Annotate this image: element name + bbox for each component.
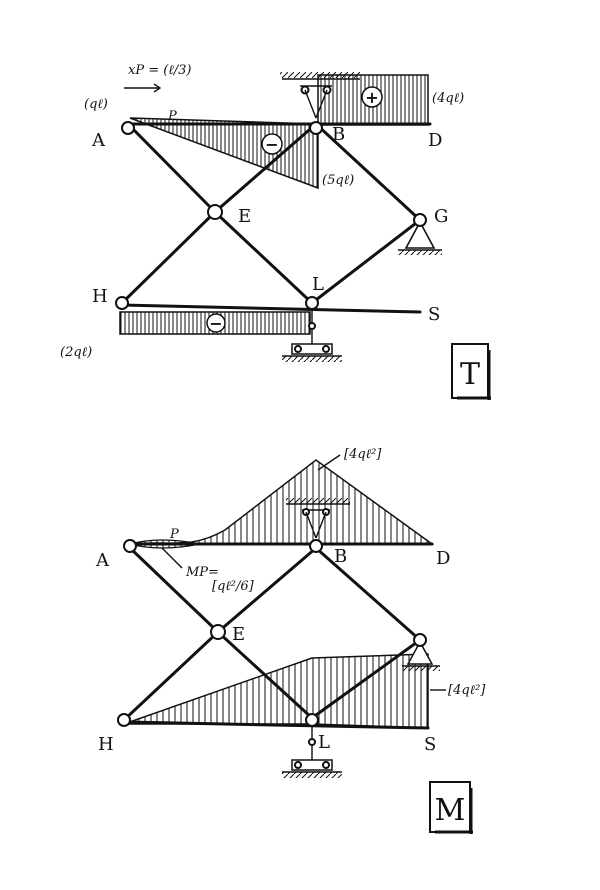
m-top-value: [4qℓ²] bbox=[344, 447, 382, 462]
t-node-a bbox=[121, 121, 135, 135]
t-label-b: B bbox=[332, 124, 345, 145]
m-member-el bbox=[216, 630, 314, 720]
t-node-h bbox=[115, 296, 129, 310]
m-label-p: P bbox=[169, 527, 179, 542]
t-sign-ab-circle bbox=[261, 133, 283, 155]
m-node-b bbox=[309, 539, 323, 553]
t-sign-hl-circle bbox=[206, 313, 226, 333]
m-member-he bbox=[122, 630, 220, 722]
m-support-b-icon bbox=[286, 498, 350, 539]
m-member-ae bbox=[128, 546, 220, 634]
t-box-text: T bbox=[460, 357, 480, 392]
m-label-b: B bbox=[334, 546, 347, 567]
t-member-eb bbox=[213, 122, 318, 214]
t-label-g: G bbox=[434, 206, 448, 227]
m-mp-leader bbox=[161, 547, 183, 569]
t-label-l: L bbox=[312, 274, 324, 295]
m-label-l: L bbox=[318, 732, 330, 753]
t-diagram: − + − A B D E G H L S P xP = (ℓ/3) (qℓ) … bbox=[60, 63, 491, 400]
m-node-a bbox=[123, 539, 137, 553]
m-right-value: [4qℓ²] bbox=[448, 683, 486, 698]
t-val-bd: (4qℓ) bbox=[432, 91, 464, 106]
t-xp-arrowhead bbox=[153, 83, 162, 93]
t-val-b: (5qℓ) bbox=[322, 173, 354, 188]
t-xp-note: xP = (ℓ/3) bbox=[128, 63, 191, 78]
t-val-a: (qℓ) bbox=[84, 97, 108, 112]
t-sign-bd: + bbox=[365, 88, 378, 107]
t-node-g bbox=[413, 213, 427, 227]
m-diagram: A B D E H L S P [4qℓ²] MP= [qℓ²/6] [4qℓ²… bbox=[95, 447, 486, 834]
m-support-l-icon bbox=[282, 724, 342, 778]
m-mp-value: [qℓ²/6] bbox=[212, 579, 255, 594]
t-sign-ab: − bbox=[265, 135, 278, 154]
t-label-e: E bbox=[238, 206, 251, 227]
t-label-d: D bbox=[428, 130, 442, 151]
m-member-eb bbox=[216, 546, 318, 634]
t-member-ae bbox=[126, 122, 217, 214]
t-sign-bd-circle bbox=[361, 86, 383, 108]
t-sign-hl: − bbox=[209, 314, 222, 333]
m-node-g bbox=[413, 633, 427, 647]
t-node-b bbox=[309, 121, 323, 135]
t-support-l-icon bbox=[282, 307, 342, 362]
m-label-e: E bbox=[232, 624, 245, 645]
t-val-h: (2qℓ) bbox=[60, 345, 92, 360]
t-label-h: H bbox=[92, 286, 108, 307]
t-node-l bbox=[305, 296, 319, 310]
t-support-b-icon bbox=[280, 72, 360, 119]
m-member-bg bbox=[314, 546, 422, 642]
t-support-g-icon bbox=[398, 220, 442, 255]
t-node-e bbox=[207, 204, 223, 220]
m-node-h bbox=[117, 713, 131, 727]
t-label-s: S bbox=[428, 304, 440, 325]
t-beam-hs bbox=[120, 303, 422, 314]
m-area-bottom bbox=[123, 653, 429, 729]
t-label-a: A bbox=[91, 130, 106, 151]
m-label-h: H bbox=[98, 734, 114, 755]
t-label-p: P bbox=[167, 109, 177, 124]
m-label-s: S bbox=[424, 734, 436, 755]
m-node-l bbox=[305, 713, 319, 727]
t-member-el bbox=[213, 210, 314, 305]
m-support-g-icon bbox=[402, 640, 440, 671]
t-member-lg bbox=[310, 218, 422, 305]
m-box-text: M bbox=[435, 793, 466, 828]
m-mp-label: MP= bbox=[185, 565, 219, 580]
t-member-hl-diag bbox=[120, 210, 217, 305]
m-member-lg bbox=[310, 638, 422, 720]
m-label-d: D bbox=[436, 548, 450, 569]
t-member-bg bbox=[314, 122, 422, 222]
m-node-e bbox=[210, 624, 226, 640]
m-top-leader bbox=[317, 454, 341, 471]
m-beam-hs bbox=[122, 720, 430, 730]
m-label-a: A bbox=[95, 550, 110, 571]
